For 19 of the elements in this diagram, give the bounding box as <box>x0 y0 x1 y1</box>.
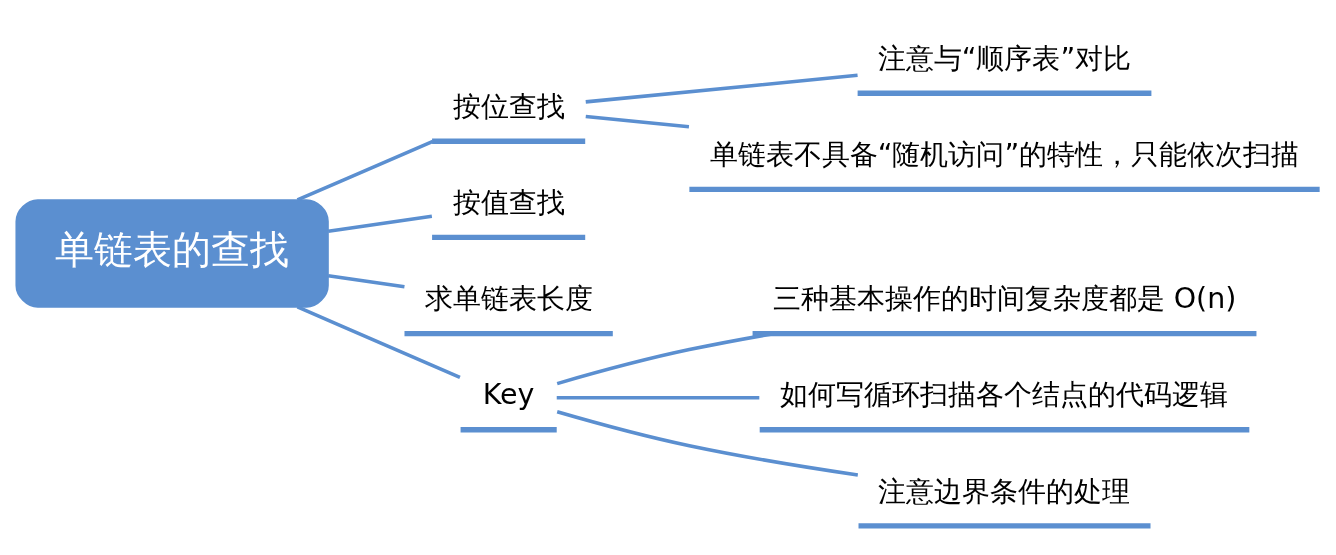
node-text: 求单链表长度 <box>424 282 593 316</box>
connector <box>585 114 690 129</box>
node-text: 如何写循环扫描各个结点的代码逻辑 <box>780 378 1229 412</box>
node-text: 按值查找 <box>452 186 565 220</box>
node-text: 按位查找 <box>452 90 565 124</box>
connector <box>585 73 858 104</box>
connector <box>556 410 859 477</box>
node-text: 注意与“顺序表”对比 <box>877 41 1132 75</box>
node-text: Key <box>482 378 535 412</box>
node-text: 三种基本操作的时间复杂度都是 O(n) <box>772 282 1237 316</box>
connector <box>556 395 760 400</box>
node-text: 注意边界条件的处理 <box>878 474 1131 508</box>
connector <box>556 331 775 386</box>
node-text: 单链表不具备“随机访问”的特性，只能依次扫描 <box>709 138 1300 172</box>
connector <box>327 214 433 233</box>
connector <box>296 305 461 379</box>
connector <box>327 273 405 289</box>
connector <box>296 139 434 202</box>
node-box: 单链表的查找 <box>15 199 329 308</box>
